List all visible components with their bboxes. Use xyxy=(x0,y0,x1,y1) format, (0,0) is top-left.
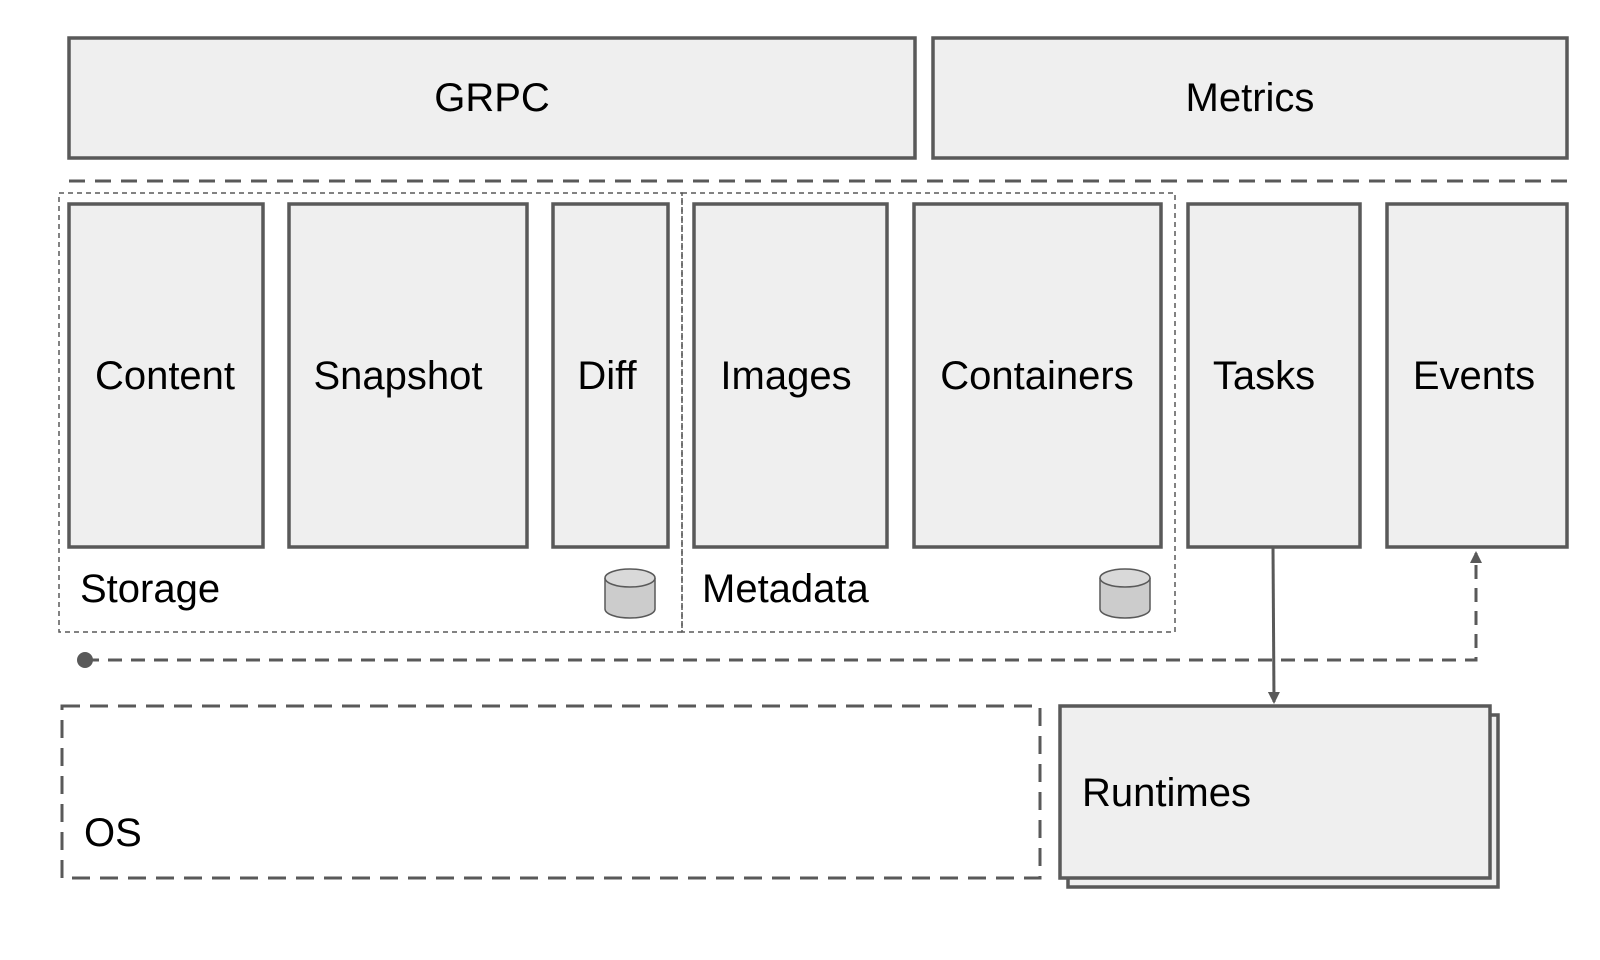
tasks-box: Tasks xyxy=(1186,202,1362,549)
snapshot-box: Snapshot xyxy=(287,202,529,549)
tasks-label: Tasks xyxy=(1213,354,1315,398)
grpc-label: GRPC xyxy=(434,76,550,120)
diff-box: Diff xyxy=(551,202,670,549)
os-label: OS xyxy=(84,811,142,855)
events-box: Events xyxy=(1385,202,1569,549)
images-label: Images xyxy=(720,354,851,398)
os-box: OS xyxy=(60,704,1042,880)
storage-label: Storage xyxy=(80,567,220,611)
metadata-group xyxy=(681,192,1176,633)
containers-label: Containers xyxy=(940,354,1133,398)
grpc-box: GRPC xyxy=(67,36,917,160)
tasks-to-runtimes-arrow xyxy=(1267,546,1280,704)
snapshot-label: Snapshot xyxy=(313,354,482,398)
metrics-label: Metrics xyxy=(1186,76,1315,120)
events-label: Events xyxy=(1413,354,1535,398)
metadata-label: Metadata xyxy=(702,567,870,611)
runtimes-box: Runtimes xyxy=(1058,704,1500,889)
content-box: Content xyxy=(67,202,265,549)
images-box: Images xyxy=(692,202,889,549)
containers-box: Containers xyxy=(912,202,1163,549)
diff-label: Diff xyxy=(577,354,637,398)
event-bus-arrow xyxy=(85,551,1482,662)
database-icon xyxy=(604,568,656,619)
metrics-box: Metrics xyxy=(931,36,1569,160)
runtimes-label: Runtimes xyxy=(1082,771,1251,815)
content-label: Content xyxy=(95,354,235,398)
database-icon xyxy=(1099,568,1151,619)
